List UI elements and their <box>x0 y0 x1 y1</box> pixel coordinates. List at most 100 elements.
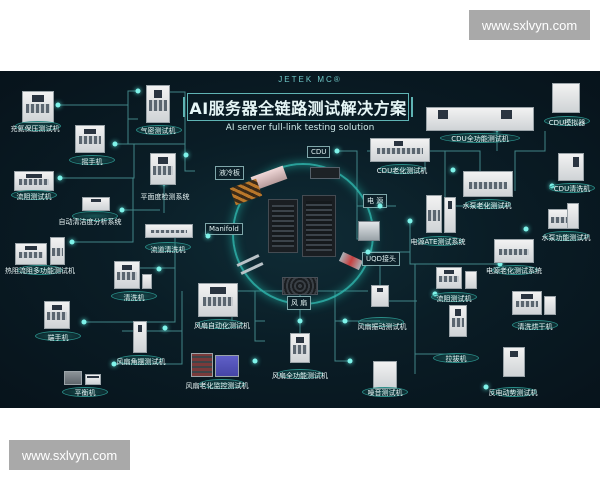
machine-label: 充氦保压测试机 <box>10 125 60 133</box>
machine-label: 电源ATE测试系统 <box>410 238 466 246</box>
machine-image <box>198 283 238 317</box>
machine-label: 平衡机 <box>74 389 96 397</box>
connector-dot <box>81 319 87 325</box>
machine-image <box>426 195 442 233</box>
connector-dot <box>111 361 117 367</box>
machine-label: 清洗机 <box>123 294 145 302</box>
machine-label: 风扇老化监控测试机 <box>185 382 249 390</box>
connector-dot <box>523 226 529 232</box>
category-fan: 风 扇 <box>287 296 312 310</box>
machine-label: 摇手机 <box>81 158 103 166</box>
machine-label: 风扇角摆测试机 <box>116 358 166 366</box>
connector-dot <box>377 203 383 209</box>
machine-image <box>370 138 430 162</box>
connector-dot <box>407 218 413 224</box>
machine-image <box>449 305 467 337</box>
connector-dot <box>69 239 75 245</box>
cdu-unit-icon <box>310 167 340 179</box>
machine-image <box>114 261 140 289</box>
machine-image <box>426 107 534 131</box>
connector-dot <box>252 358 258 364</box>
machine-image <box>512 291 542 315</box>
machine-label: 反电动势测试机 <box>488 389 538 397</box>
watermark-bottom: www.sxlvyn.com <box>9 440 130 470</box>
machine-image <box>463 171 513 197</box>
machine-image <box>215 355 239 377</box>
machine-image <box>85 374 101 385</box>
connector-dot <box>156 266 162 272</box>
connector-dot <box>365 249 371 255</box>
machine-label: 流阻测试机 <box>16 193 52 201</box>
machine-image <box>544 296 556 315</box>
connector-dot <box>297 318 303 324</box>
category-manifold: Manifold <box>205 223 243 235</box>
connector-dot <box>112 141 118 147</box>
machine-image <box>567 203 579 229</box>
machine-image <box>142 274 152 289</box>
machine-image <box>22 91 54 123</box>
machine-label: CDU老化测试机 <box>376 167 428 175</box>
solution-poster: JETEK MC® AI服务器全链路测试解决方案 AI server full-… <box>0 71 600 408</box>
machine-label: 热阻流阻多功能测试机 <box>5 267 75 275</box>
connector-dot <box>183 152 189 158</box>
machine-image <box>494 239 534 263</box>
category-uqd: UQD接头 <box>362 252 401 266</box>
machine-image <box>444 197 456 233</box>
machine-label: CDU全功能测试机 <box>451 135 509 143</box>
machine-label: 端手机 <box>47 334 69 342</box>
connector-dot <box>162 325 168 331</box>
machine-image <box>373 361 397 389</box>
machine-image <box>146 85 170 123</box>
machine-label: 风扇自动化测试机 <box>194 322 250 330</box>
brand-logo: JETEK MC® <box>278 75 342 84</box>
title-frame: AI服务器全链路测试解决方案 <box>183 93 413 121</box>
watermark-top: www.sxlvyn.com <box>469 10 590 40</box>
poster-subtitle: AI server full-link testing solution <box>225 123 375 133</box>
machine-image <box>558 153 584 181</box>
machine-label: 风扇全功能测试机 <box>272 372 328 380</box>
machine-image <box>50 237 65 265</box>
machine-label: 平面度检测系统 <box>140 193 190 201</box>
machine-label: 噪音测试机 <box>367 389 403 397</box>
machine-label: 流道清洗机 <box>150 246 186 254</box>
machine-image <box>290 333 310 363</box>
machine-image <box>64 371 82 385</box>
machine-label: 流阻测试机 <box>436 295 472 303</box>
connector-dot <box>135 88 141 94</box>
machine-label: 自动清洁度分析系统 <box>58 218 122 226</box>
machine-image <box>150 153 176 185</box>
connector-dot <box>55 102 61 108</box>
connector-dot <box>483 384 489 390</box>
machine-image <box>82 197 110 211</box>
machine-label: 水泵功能测试机 <box>541 234 591 242</box>
machine-image <box>44 301 70 329</box>
machine-label: 风扇振动测试机 <box>357 323 407 331</box>
machine-label: 拉拔机 <box>445 355 467 363</box>
connector-dot <box>347 358 353 364</box>
machine-image <box>552 83 580 113</box>
machine-image <box>465 271 477 289</box>
machine-image <box>133 321 147 353</box>
connector-dot <box>119 207 125 213</box>
poster-title: AI服务器全链路测试解决方案 <box>189 99 407 118</box>
connector-dot <box>205 233 211 239</box>
machine-label: CDU模拟器 <box>548 119 586 127</box>
power-supply-icon <box>358 221 380 241</box>
machine-image <box>503 347 525 377</box>
category-cdu: CDU <box>307 146 331 158</box>
connector-dot <box>57 175 63 181</box>
connector-dot <box>497 261 503 267</box>
machine-image <box>15 243 47 265</box>
category-power: 电 源 <box>363 194 388 208</box>
server-rack-icon <box>268 199 298 253</box>
machine-image <box>436 267 462 289</box>
machine-label: CDU清洗机 <box>553 185 591 193</box>
machine-image <box>145 224 193 238</box>
fan-icon <box>282 277 318 295</box>
category-liquid-plate: 液冷板 <box>215 166 244 180</box>
connector-dot <box>334 148 340 154</box>
machine-image <box>371 285 389 307</box>
machine-label: 电源老化测试系统 <box>486 267 542 275</box>
server-cabinet-icon <box>302 195 336 257</box>
machine-label: 气密测试机 <box>140 127 176 135</box>
